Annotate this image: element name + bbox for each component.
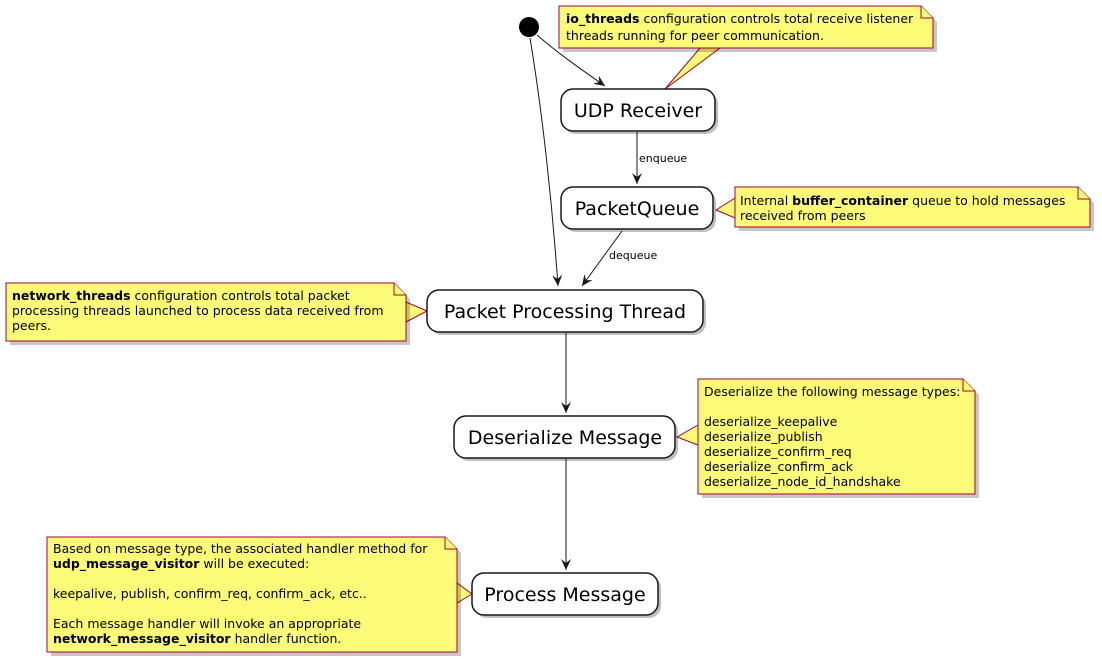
note-io-threads-connector bbox=[664, 47, 722, 90]
svg-text:deserialize_confirm_req: deserialize_confirm_req bbox=[704, 444, 852, 459]
svg-text:io_threads configuration contr: io_threads configuration controls total … bbox=[566, 11, 914, 27]
svg-text:threads running for peer commu: threads running for peer communication. bbox=[566, 28, 824, 43]
svg-text:Deserialize Message: Deserialize Message bbox=[468, 427, 662, 449]
edge-label-dequeue: dequeue bbox=[609, 249, 657, 262]
svg-text:Packet Processing Thread: Packet Processing Thread bbox=[444, 301, 686, 323]
svg-text:received from peers: received from peers bbox=[740, 208, 866, 223]
state-process-message: Process Message bbox=[471, 572, 661, 618]
svg-text:deserialize_confirm_ack: deserialize_confirm_ack bbox=[704, 459, 854, 474]
state-deserialize-message: Deserialize Message bbox=[453, 415, 678, 461]
svg-text:processing threads launched to: processing threads launched to process d… bbox=[12, 303, 384, 318]
edge-start-to-packet-processing bbox=[529, 37, 563, 287]
note-deserialize-connector bbox=[675, 424, 699, 446]
svg-text:Based on message type, the ass: Based on message type, the associated ha… bbox=[53, 541, 428, 556]
svg-text:udp_message_visitor will be ex: udp_message_visitor will be executed: bbox=[53, 556, 309, 572]
svg-text:deserialize_keepalive: deserialize_keepalive bbox=[704, 414, 838, 429]
edge-start-to-udp-receiver bbox=[536, 34, 606, 87]
svg-text:UDP Receiver: UDP Receiver bbox=[574, 100, 702, 122]
note-process-handlers: Based on message type, the associated ha… bbox=[46, 536, 461, 656]
note-deserialize-types: Deserialize the following message types:… bbox=[697, 378, 979, 498]
svg-text:Deserialize the following mess: Deserialize the following message types: bbox=[704, 384, 960, 399]
svg-text:network_message_visitor handle: network_message_visitor handler function… bbox=[53, 631, 341, 647]
note-io-threads: io_threads configuration controls total … bbox=[558, 5, 937, 52]
edge-queue-to-processing bbox=[581, 230, 623, 287]
svg-text:Each message handler will invo: Each message handler will invoke an appr… bbox=[53, 616, 361, 631]
state-udp-receiver: UDP Receiver bbox=[560, 88, 718, 134]
edge-label-enqueue: enqueue bbox=[639, 152, 687, 165]
state-packet-processing-thread: Packet Processing Thread bbox=[426, 289, 706, 335]
svg-text:peers.: peers. bbox=[12, 318, 51, 333]
svg-text:deserialize_node_id_handshake: deserialize_node_id_handshake bbox=[704, 474, 901, 489]
svg-text:Internal buffer_container queu: Internal buffer_container queue to hold … bbox=[740, 193, 1065, 209]
svg-text:Process Message: Process Message bbox=[484, 584, 645, 606]
svg-text:PacketQueue: PacketQueue bbox=[575, 198, 700, 220]
state-packet-queue: PacketQueue bbox=[560, 186, 716, 232]
start-node bbox=[519, 17, 539, 37]
note-buffer-container-connector bbox=[714, 197, 736, 219]
svg-text:network_threads configuration: network_threads configuration controls t… bbox=[12, 288, 350, 304]
note-buffer-container: Internal buffer_container queue to hold … bbox=[734, 186, 1094, 231]
note-network-threads: network_threads configuration controls t… bbox=[5, 282, 410, 345]
svg-text:deserialize_publish: deserialize_publish bbox=[704, 429, 823, 444]
svg-text:keepalive, publish, confirm_re: keepalive, publish, confirm_req, confirm… bbox=[53, 586, 367, 601]
